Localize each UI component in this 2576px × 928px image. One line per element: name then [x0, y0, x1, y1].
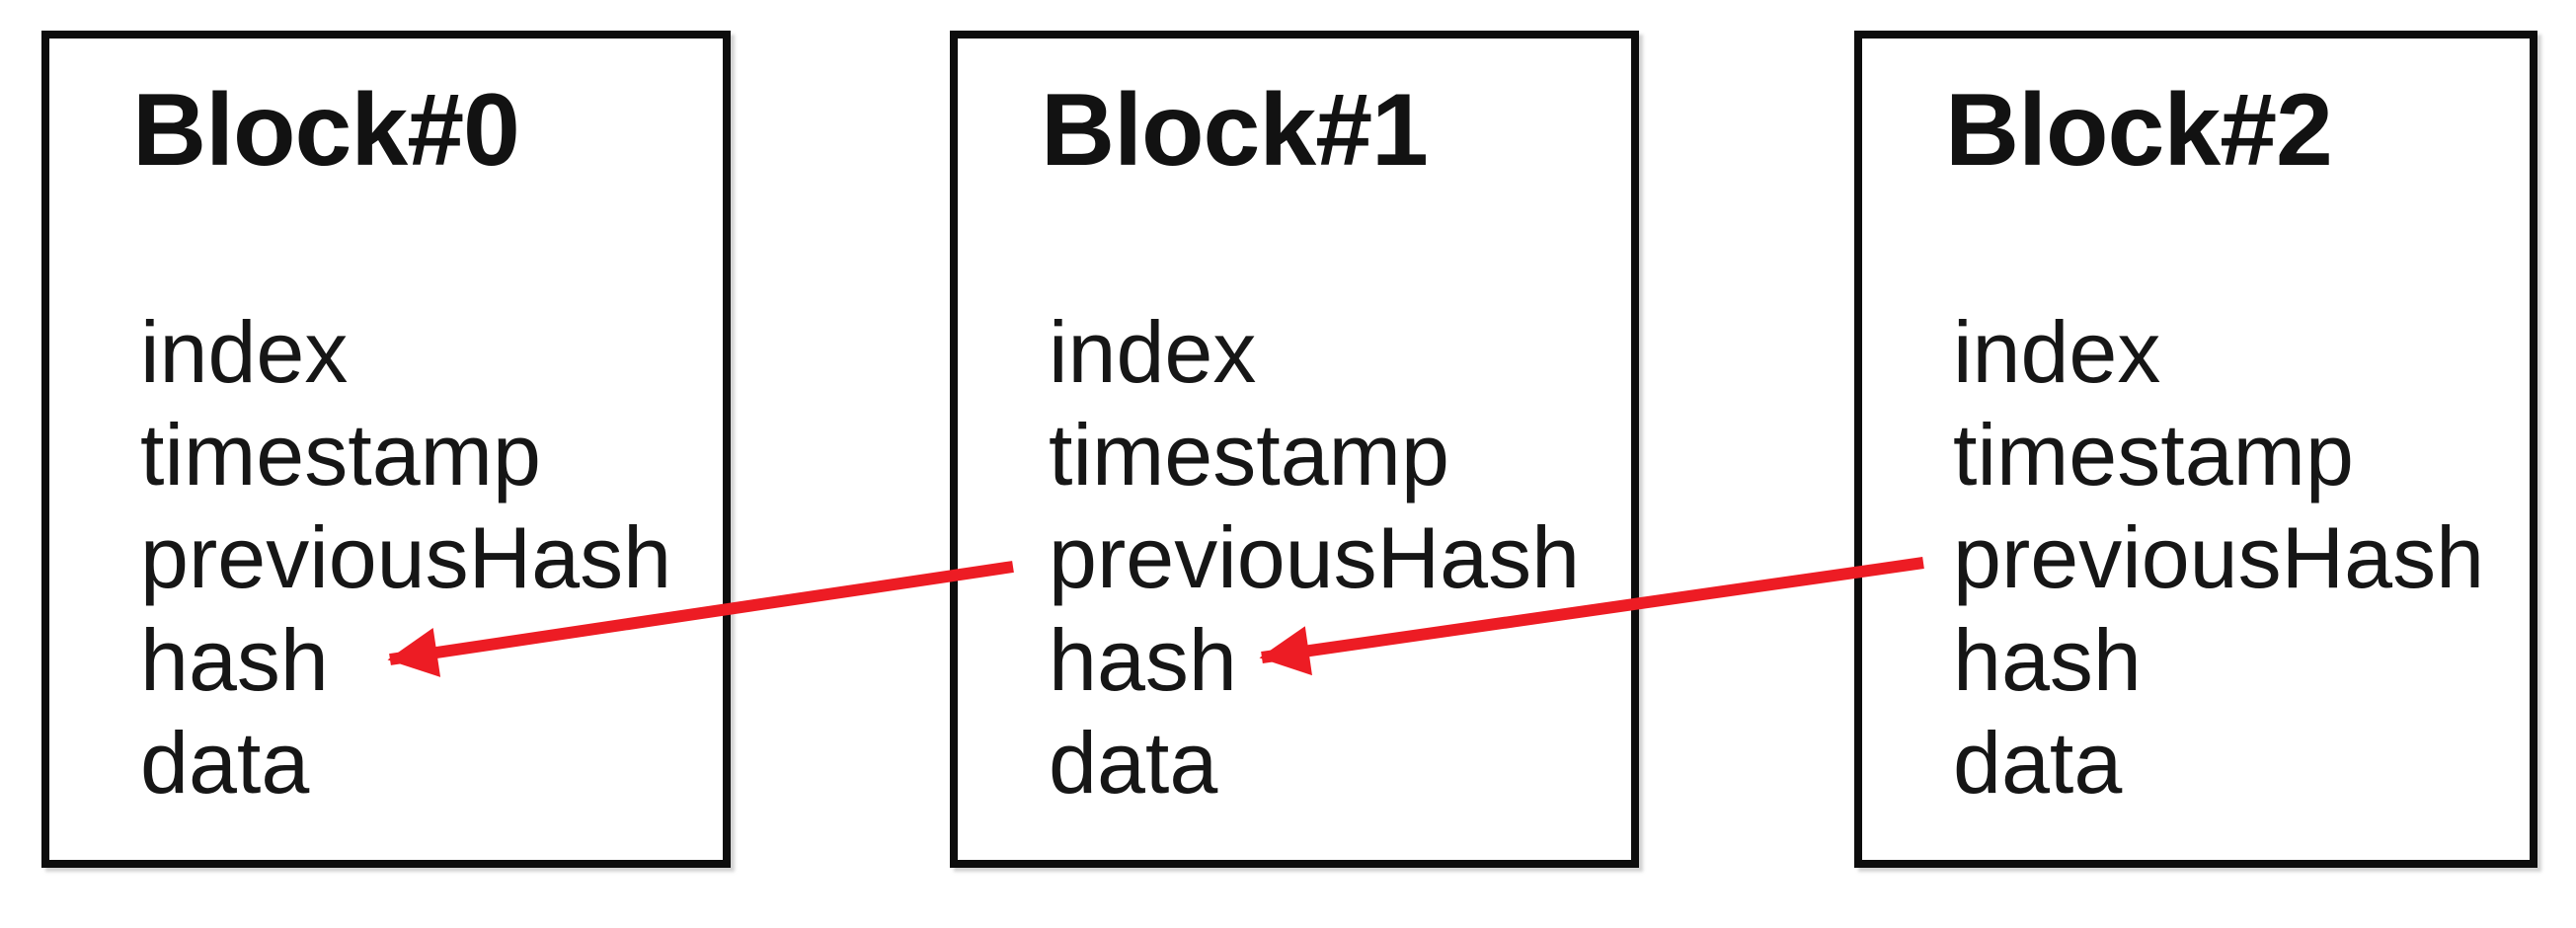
field-timestamp: timestamp [1049, 405, 1449, 503]
block-1-title: Block#1 [1041, 73, 1429, 188]
field-data: data [1049, 713, 1218, 812]
field-hash: hash [1953, 610, 2142, 709]
field-index: index [140, 302, 349, 401]
field-data: data [1953, 713, 2123, 812]
field-data: data [140, 713, 310, 812]
field-index: index [1049, 302, 1257, 401]
block-0-title: Block#0 [132, 73, 520, 188]
field-hash: hash [1049, 610, 1237, 709]
field-previoushash: previousHash [140, 507, 672, 606]
block-1-fields: index timestamp previousHash hash data [1049, 301, 1631, 814]
field-index: index [1953, 302, 2161, 401]
field-timestamp: timestamp [1953, 405, 2354, 503]
field-previoushash: previousHash [1953, 507, 2485, 606]
block-1: Block#1 index timestamp previousHash has… [950, 31, 1639, 868]
field-timestamp: timestamp [140, 405, 541, 503]
block-2: Block#2 index timestamp previousHash has… [1854, 31, 2537, 868]
block-0-fields: index timestamp previousHash hash data [140, 301, 723, 814]
block-2-title: Block#2 [1945, 73, 2333, 188]
block-0: Block#0 index timestamp previousHash has… [41, 31, 731, 868]
field-previoushash: previousHash [1049, 507, 1581, 606]
field-hash: hash [140, 610, 329, 709]
block-2-fields: index timestamp previousHash hash data [1953, 301, 2530, 814]
